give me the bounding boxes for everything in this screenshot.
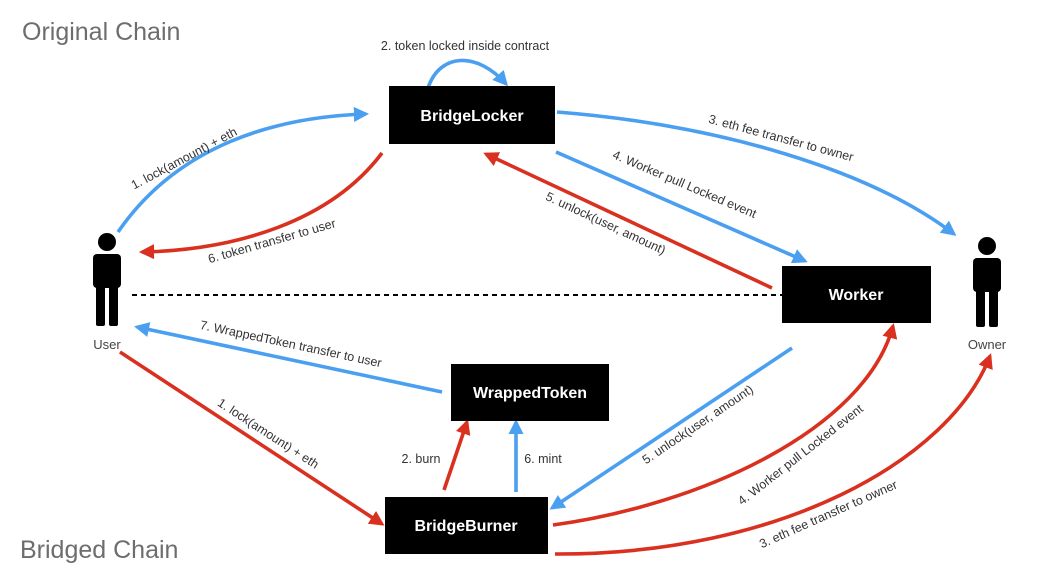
locker-self-label: 2. token locked inside contract xyxy=(381,39,550,53)
locker-self-arrow xyxy=(426,58,508,89)
owner-label: Owner xyxy=(968,337,1007,352)
user-lock-label: 1. lock(amount) + eth xyxy=(129,125,240,193)
bridged-chain-title: Bridged Chain xyxy=(20,536,178,564)
locker-token-transfer-arrow xyxy=(138,151,384,260)
original-chain-title: Original Chain xyxy=(22,18,180,46)
wrapped-token-label: WrappedToken xyxy=(473,385,587,402)
locker-worker-pull-arrow xyxy=(555,150,808,264)
locker-fee-arrow xyxy=(556,110,957,236)
burn-label: 2. burn xyxy=(402,452,441,466)
bridge-burner-node: BridgeBurner xyxy=(385,497,548,554)
user-lock-burner-arrow xyxy=(119,350,385,526)
wrapped-transfer-user-arrow xyxy=(134,322,443,394)
user-person-icon xyxy=(93,233,121,326)
burner-fee-label: 3. eth fee transfer to owner xyxy=(757,478,899,552)
bridge-locker-node: BridgeLocker xyxy=(389,86,555,144)
bridge-locker-label: BridgeLocker xyxy=(420,108,523,125)
burner-fee-arrow xyxy=(554,353,993,556)
worker-unlock-burner-label: 5. unlock(user, amount) xyxy=(640,382,756,467)
burner-worker-pull-arrow xyxy=(552,323,898,527)
bridge-burner-label: BridgeBurner xyxy=(414,518,517,535)
worker-unlock-locker-arrow xyxy=(483,152,773,290)
worker-label: Worker xyxy=(829,287,884,304)
worker-node: Worker xyxy=(782,266,931,323)
mint-label: 6. mint xyxy=(524,452,562,466)
user-actor: User xyxy=(93,233,121,352)
burn-arrow xyxy=(442,419,471,491)
owner-actor: Owner xyxy=(968,237,1007,352)
user-lock-arrow xyxy=(116,106,370,234)
user-label: User xyxy=(93,337,121,352)
user-lock-burner-label: 1. lock(amount) + eth xyxy=(215,396,321,472)
worker-unlock-locker-label: 5. unlock(user, amount) xyxy=(544,189,668,257)
worker-unlock-burner-arrow xyxy=(549,346,793,510)
wrapped-token-node: WrappedToken xyxy=(451,364,609,421)
wrapped-transfer-user-label: 7. WrappedToken transfer to user xyxy=(199,318,383,370)
owner-person-icon xyxy=(973,237,1001,327)
